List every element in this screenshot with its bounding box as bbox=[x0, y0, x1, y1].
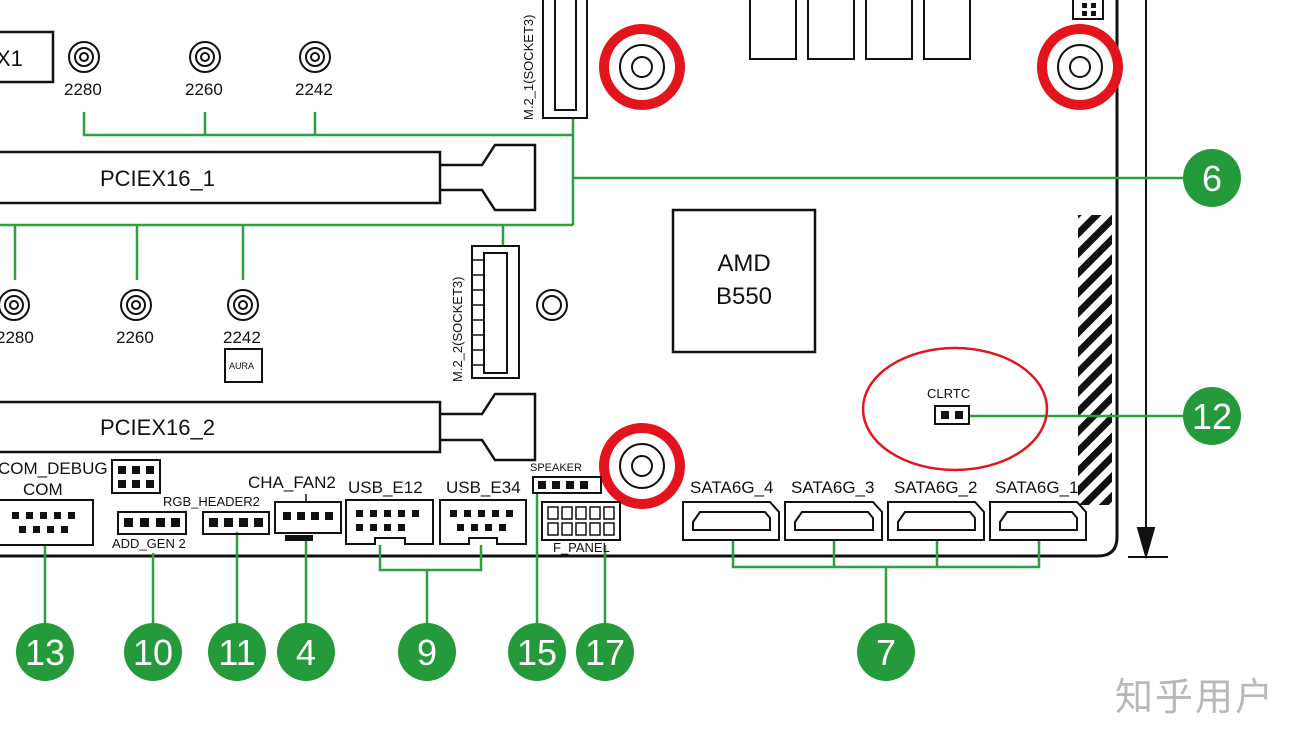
callout-11: 11 bbox=[208, 623, 266, 681]
board-outline bbox=[0, 0, 1119, 558]
top-right-pins bbox=[1082, 3, 1096, 16]
m2-socket-1-label: M.2_1(SOCKET3) bbox=[521, 15, 536, 120]
mounting-hole-2 bbox=[1037, 24, 1123, 110]
top-left-box-label: X1 bbox=[0, 46, 23, 71]
callout-6: 6 bbox=[1183, 149, 1241, 207]
chipset-label-line2: B550 bbox=[716, 283, 772, 310]
clrtc-jumper bbox=[934, 405, 970, 425]
callout-10-number: 10 bbox=[133, 632, 173, 673]
com-debug-label: COM_DEBUG bbox=[0, 459, 108, 478]
com-debug-header bbox=[111, 459, 161, 494]
mounting-hole-1 bbox=[599, 24, 685, 110]
add-gen2-label: ADD_GEN 2 bbox=[112, 536, 186, 551]
sata6g-1-label: SATA6G_1 bbox=[995, 478, 1078, 497]
sata6g-2-port bbox=[887, 501, 985, 541]
standoff-label-2280-mid: 2280 bbox=[0, 328, 34, 347]
sata6g-3-port bbox=[784, 501, 883, 541]
sata-ports bbox=[682, 501, 1087, 541]
sata6g-3-label: SATA6G_3 bbox=[791, 478, 874, 497]
standoff-label-2242-mid: 2242 bbox=[223, 328, 261, 347]
f-panel-label: F_PANEL bbox=[553, 540, 610, 555]
sata6g-2-label: SATA6G_2 bbox=[894, 478, 977, 497]
mounting-holes bbox=[599, 24, 1123, 509]
callout-7: 7 bbox=[857, 623, 915, 681]
pcie-slot-2-label: PCIEX16_2 bbox=[100, 415, 215, 440]
top-right-components bbox=[749, 0, 1104, 60]
standoff-label-2280-top: 2280 bbox=[64, 80, 102, 99]
standoff-2260-top bbox=[189, 41, 221, 73]
usb-e34-header bbox=[439, 499, 527, 545]
chipset: AMD B550 bbox=[671, 208, 817, 354]
callout-12: 12 bbox=[1183, 387, 1241, 445]
f-panel-header bbox=[541, 501, 621, 541]
callout-9: 9 bbox=[398, 623, 456, 681]
hatched-io-shield-area bbox=[1078, 215, 1112, 505]
callout-7-number: 7 bbox=[876, 632, 896, 673]
callout-4: 4 bbox=[277, 623, 335, 681]
rgb-header2-label: RGB_HEADER2 bbox=[163, 494, 260, 509]
m2-socket-2-label: M.2_2(SOCKET3) bbox=[450, 277, 465, 382]
cha-fan2-header bbox=[274, 494, 342, 541]
callouts: 6 12 13 10 11 4 9 15 bbox=[16, 149, 1241, 681]
clrtc-label: CLRTC bbox=[927, 386, 970, 401]
callout-17-number: 17 bbox=[585, 632, 625, 673]
standoff-label-2242-top: 2242 bbox=[295, 80, 333, 99]
chipset-label-line1: AMD bbox=[717, 250, 770, 277]
pcie-slot-1 bbox=[0, 143, 537, 212]
sata6g-4-label: SATA6G_4 bbox=[690, 478, 773, 497]
callout-10: 10 bbox=[124, 623, 182, 681]
mounting-hole-3 bbox=[599, 423, 685, 509]
top-left-box: X1 bbox=[0, 30, 55, 84]
callout-6-number: 6 bbox=[1202, 158, 1222, 199]
standoff-label-2260-mid: 2260 bbox=[116, 328, 154, 347]
m2-socket-2 bbox=[471, 245, 520, 379]
add-gen2-header bbox=[117, 511, 187, 535]
com-header bbox=[0, 499, 94, 546]
sata6g-4-port bbox=[682, 501, 780, 541]
aura-chip: AURA bbox=[224, 348, 263, 383]
pcie-slot-1-label: PCIEX16_1 bbox=[100, 166, 215, 191]
dimension-arrow bbox=[1128, 0, 1168, 560]
callout-13: 13 bbox=[16, 623, 74, 681]
pcie-slot-2 bbox=[0, 392, 537, 462]
standoff-2280-top bbox=[68, 41, 100, 73]
callout-9-number: 9 bbox=[417, 632, 437, 673]
speaker-header bbox=[532, 476, 602, 494]
m2-socket-1 bbox=[542, 0, 588, 119]
usb-e12-label: USB_E12 bbox=[348, 478, 423, 497]
callout-12-number: 12 bbox=[1192, 396, 1232, 437]
callout-15-number: 15 bbox=[517, 632, 557, 673]
usb-e34-label: USB_E34 bbox=[446, 478, 521, 497]
com-label: COM bbox=[23, 480, 63, 499]
callout-15: 15 bbox=[508, 623, 566, 681]
standoff-misc bbox=[536, 289, 568, 321]
standoff-2280-mid bbox=[0, 289, 30, 321]
aura-label: AURA bbox=[229, 361, 254, 371]
standoff-group bbox=[0, 41, 568, 321]
sata6g-1-port bbox=[989, 501, 1087, 541]
standoff-labels: 2280 2260 2242 2280 2260 2242 bbox=[0, 80, 333, 347]
usb-e12-header bbox=[345, 499, 434, 545]
callout-4-number: 4 bbox=[296, 632, 316, 673]
speaker-label: SPEAKER bbox=[530, 462, 582, 474]
leader-lines bbox=[0, 112, 1190, 630]
standoff-label-2260-top: 2260 bbox=[185, 80, 223, 99]
standoff-2242-mid bbox=[227, 289, 259, 321]
standoff-2260-mid bbox=[120, 289, 152, 321]
standoff-2242-top bbox=[299, 41, 331, 73]
callout-17: 17 bbox=[576, 623, 634, 681]
watermark-text: 知乎用户 bbox=[1115, 677, 1275, 719]
cha-fan2-label: CHA_FAN2 bbox=[248, 473, 336, 492]
callout-11-number: 11 bbox=[218, 632, 255, 673]
rgb-header2 bbox=[202, 511, 270, 535]
callout-13-number: 13 bbox=[25, 632, 65, 673]
clrtc-highlight-ellipse bbox=[861, 346, 1049, 472]
